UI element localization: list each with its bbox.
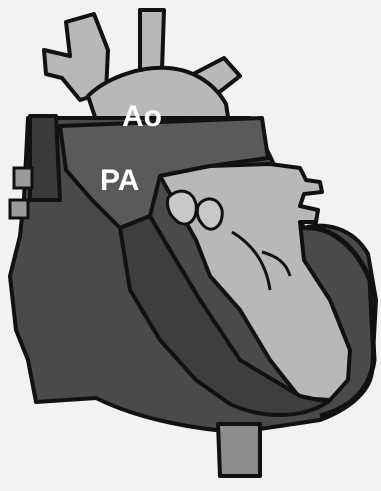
superior-vena-cava: [30, 116, 60, 200]
vein-stub-upper: [14, 168, 32, 188]
inferior-vessel: [218, 424, 260, 476]
vein-stub-lower: [10, 200, 28, 218]
aorta-label: Ao: [122, 100, 162, 133]
left-carotid-artery: [140, 10, 164, 74]
valve-leaflet-2: [197, 199, 222, 229]
pulmonary-artery-label: PA: [100, 164, 139, 197]
